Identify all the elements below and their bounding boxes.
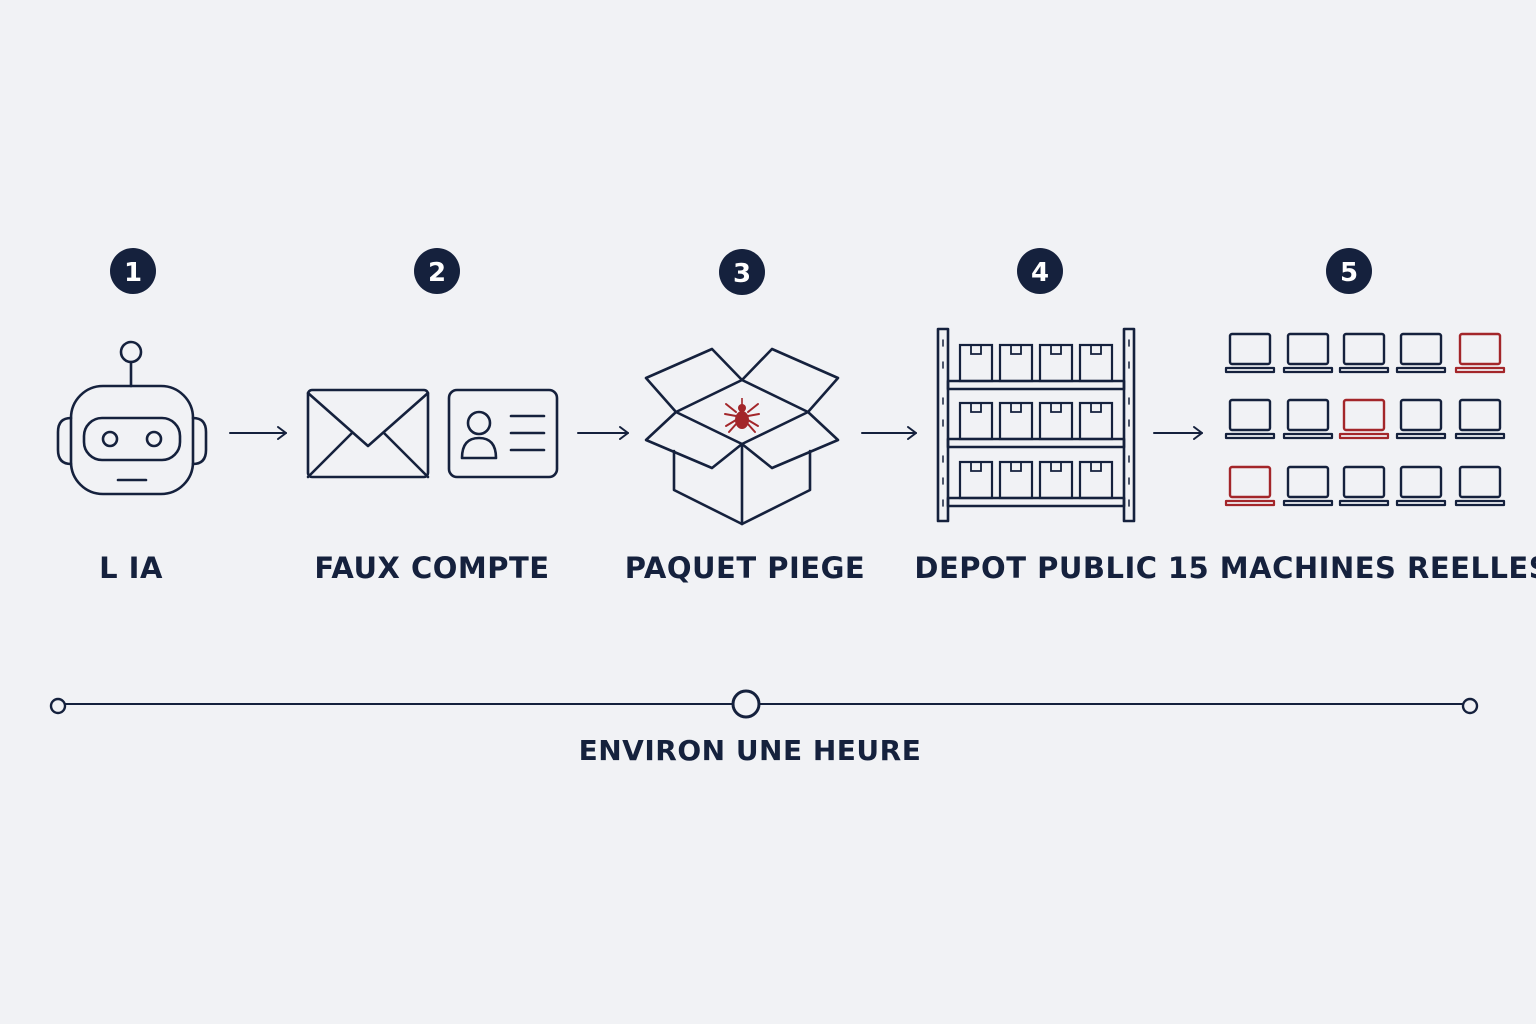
shelf-box [1078,460,1114,500]
laptop-icon [1395,332,1447,374]
laptop-icon [1395,465,1447,507]
laptop-grid-icon [1224,332,1506,507]
timeline-end-marker [1461,697,1479,715]
laptop-icon [1282,398,1334,440]
compromised-laptop-icon [1338,398,1390,440]
shelf-box [1078,401,1114,441]
laptop-icon [1282,332,1334,374]
timeline-start-marker [49,697,67,715]
step-number-1: 1 [124,258,142,288]
arrow-4-to-5 [1153,426,1203,440]
step-badge-5: 5 [1326,248,1372,294]
envelope-icon [306,388,430,479]
step-number-2: 2 [428,258,446,288]
step-label-1: L IA [99,551,163,585]
laptop-icon [1338,332,1390,374]
step-number-5: 5 [1340,258,1358,288]
shelf-boxes [958,343,1114,500]
laptop-icon [1454,465,1506,507]
step-badge-1: 1 [110,248,156,294]
step-number-4: 4 [1031,258,1049,288]
id-card-icon [447,388,559,479]
shelf-box [998,343,1034,383]
laptop-icon [1338,465,1390,507]
arrow-1-to-2 [229,426,287,440]
arrow-3-to-4 [861,426,917,440]
compromised-laptop-icon [1224,465,1276,507]
spider-icon [724,398,760,433]
shelf-box [1038,401,1074,441]
laptop-icon [1454,398,1506,440]
shelf-box [958,460,994,500]
timeline-mid-marker [731,689,761,719]
step-label-3: PAQUET PIEGE [625,551,865,585]
arrow-2-to-3 [577,426,629,440]
laptop-icon [1224,398,1276,440]
shelf-box [998,401,1034,441]
timeline-label: ENVIRON UNE HEURE [579,734,922,767]
step-badge-4: 4 [1017,248,1063,294]
step-badge-3: 3 [719,249,765,295]
step-label-5: 15 MACHINES REELLES [1168,551,1536,585]
timeline: ENVIRON UNE HEURE [49,689,1479,767]
shelf-box [1078,343,1114,383]
laptop-icon [1282,465,1334,507]
step-number-3: 3 [733,259,751,289]
shelf-box [1038,343,1074,383]
step-badge-2: 2 [414,248,460,294]
shelf-box [998,460,1034,500]
step-label-2: FAUX COMPTE [314,551,549,585]
shelf-box [958,401,994,441]
warehouse-shelves-icon [936,327,1136,523]
open-box-with-spider-icon [644,347,840,526]
laptop-icon [1224,332,1276,374]
envelope-and-id-card-icon [306,388,559,479]
shelf-box [1038,460,1074,500]
robot-icon [56,340,208,496]
laptop-icon [1395,398,1447,440]
compromised-laptop-icon [1454,332,1506,374]
step-label-4: DEPOT PUBLIC [914,551,1157,585]
shelf-box [958,343,994,383]
